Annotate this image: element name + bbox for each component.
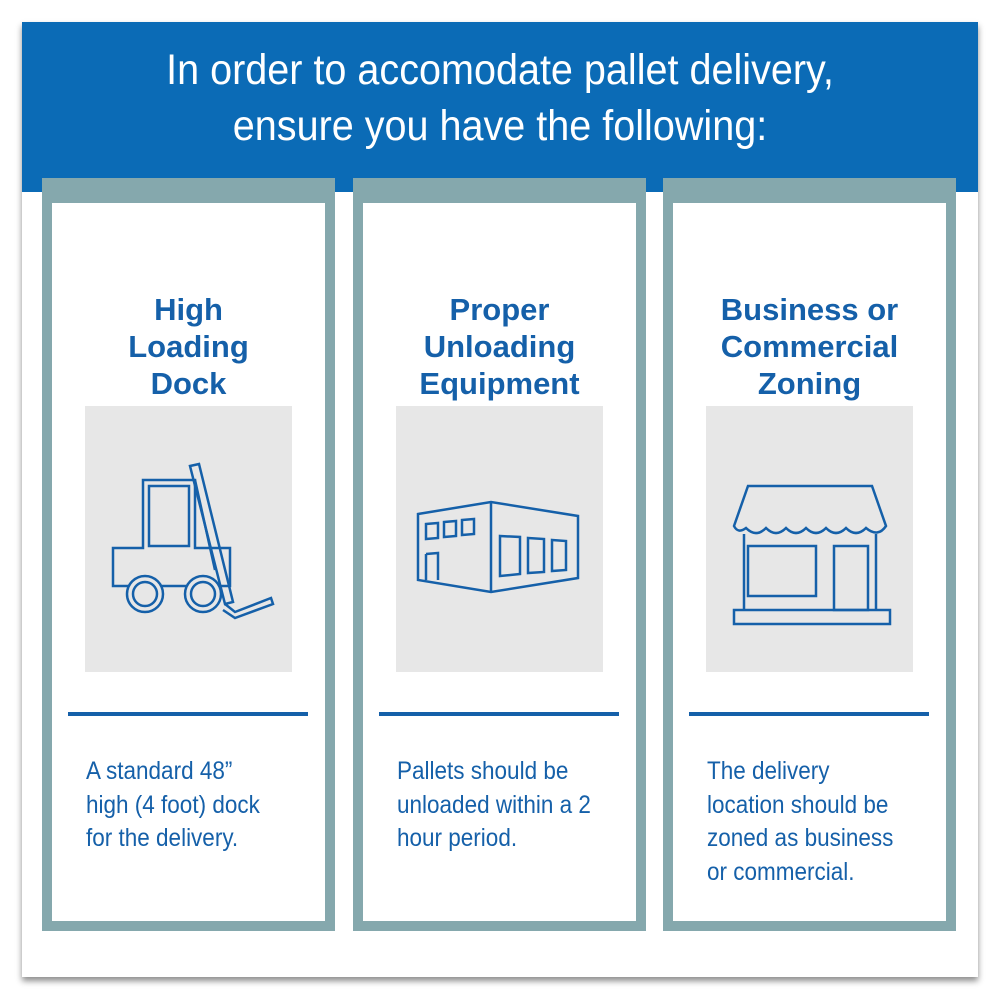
card-title-line: Zoning bbox=[757, 366, 862, 401]
divider bbox=[68, 712, 308, 716]
title-line: In order to accomodate pallet delivery, bbox=[166, 46, 834, 94]
description-line: location should be bbox=[707, 790, 889, 819]
header-banner bbox=[22, 22, 978, 192]
storefront-icon bbox=[706, 406, 913, 672]
description-line: hour period. bbox=[397, 824, 518, 852]
warehouse-icon bbox=[396, 406, 603, 672]
description-line: zoned as business bbox=[707, 824, 894, 852]
description-line: or commercial. bbox=[707, 857, 855, 886]
card-title: Proper Unloading Equipment bbox=[363, 291, 636, 402]
title-line: ensure you have the following: bbox=[232, 102, 768, 150]
card-description: Pallets should be unloaded within a 2 ho… bbox=[397, 755, 604, 856]
description-line: high (4 foot) dock bbox=[86, 790, 260, 819]
card-description: A standard 48” high (4 foot) dock for th… bbox=[86, 755, 293, 856]
card-title-line: High bbox=[154, 292, 223, 327]
card-title-line: Unloading bbox=[423, 329, 576, 364]
description-line: A standard 48” bbox=[86, 757, 233, 785]
card-title-line: Proper bbox=[449, 292, 550, 327]
description-line: The delivery bbox=[707, 757, 830, 785]
card-description: The delivery location should be zoned as… bbox=[707, 755, 914, 889]
card-high-loading-dock: High Loading Dock A standard 48” high (4… bbox=[42, 178, 335, 931]
card-title-line: Business or bbox=[720, 292, 899, 327]
card-title-line: Loading bbox=[128, 329, 249, 364]
card-title: High Loading Dock bbox=[52, 291, 325, 402]
card-title-line: Equipment bbox=[419, 366, 580, 401]
divider bbox=[689, 712, 929, 716]
description-line: for the delivery. bbox=[86, 824, 239, 852]
card-title-line: Commercial bbox=[720, 329, 899, 364]
description-line: Pallets should be bbox=[397, 757, 569, 785]
page-title: In order to accomodate pallet delivery, … bbox=[60, 42, 940, 154]
card-title-line: Dock bbox=[150, 366, 227, 401]
card-title: Business or Commercial Zoning bbox=[673, 291, 946, 402]
description-line: unloaded within a 2 bbox=[397, 790, 591, 819]
card-proper-unloading-equipment: Proper Unloading Equipment Pallets shoul… bbox=[353, 178, 646, 931]
card-business-commercial-zoning: Business or Commercial Zoning The delive… bbox=[663, 178, 956, 931]
forklift-icon bbox=[85, 406, 292, 672]
divider bbox=[379, 712, 619, 716]
